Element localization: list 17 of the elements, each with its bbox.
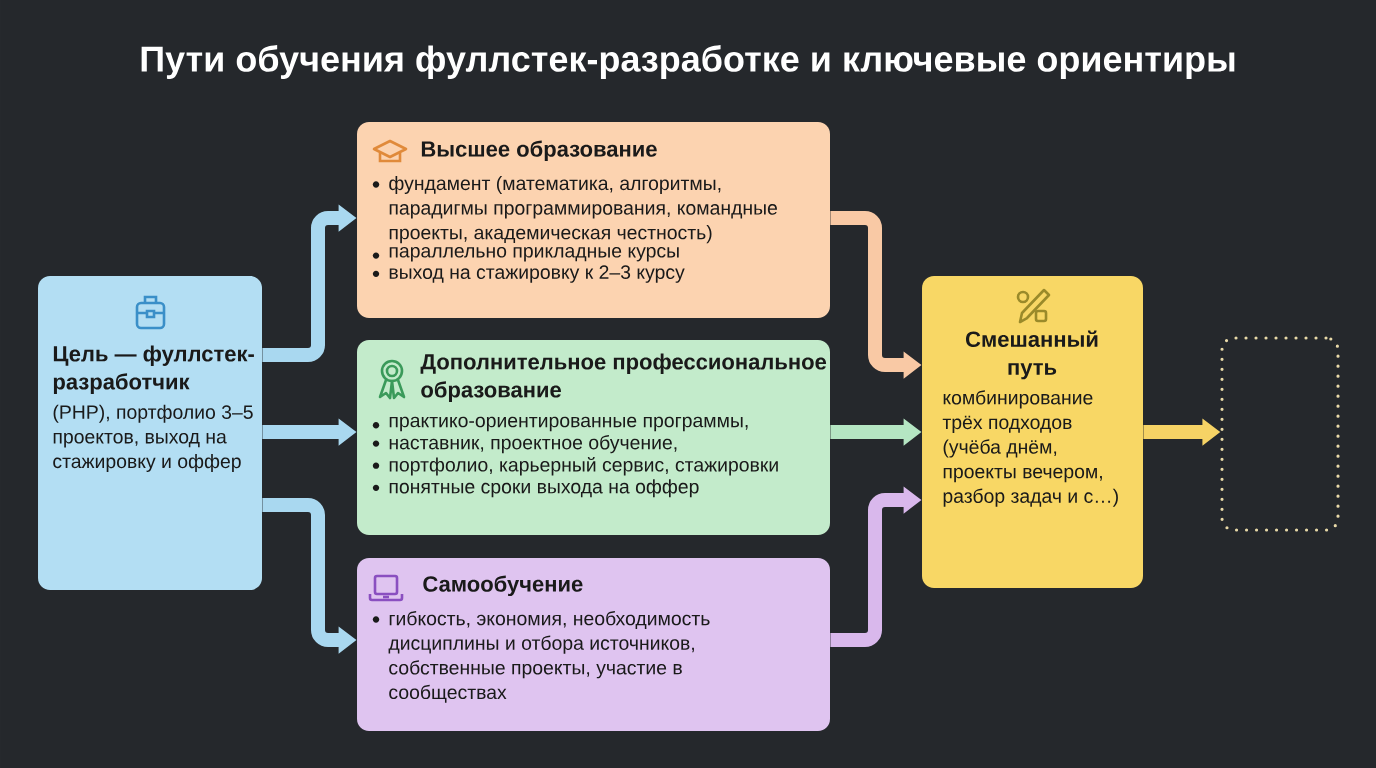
box-heading: Смешанный путь [966,330,1098,380]
box-heading: Самообучение [423,575,583,597]
bullet-item: гибкость, экономия, необходимость дисциплины и отбора источников, собственные проекты, участие в сообществах [388,610,710,703]
bullet-item: фундамент (математика, алгоритмы, парадигмы программирования, командные проекты, академическая честность) [389,175,777,244]
bullet-item: понятные сроки выхода на оффер [389,479,699,498]
bullet-item: наставник, проектное обучение, [389,435,677,454]
placeholder-box [1220,336,1340,532]
bullet-item: портфолио, карьерный сервис, стажировки [389,457,778,476]
box-heading: Цель — фуллстек-разработчик [53,345,254,394]
box-heading: Дополнительное профессиональное образование [420,353,827,402]
bullet-item: параллельно прикладные курсы [389,247,679,262]
box-text: (PHP), портфолио 3–5 проектов, выход на стажировку и оффер [53,404,253,472]
bullet-item: практико-ориентированные программы, [389,416,748,432]
box-text: комбинирование трёх подходов (учёба днём, проекты вечером, разбор задач и с…) [942,390,1118,507]
bullet-item: выход на стажировку к 2–3 курсу [389,265,685,283]
box-heading: Высшее образование [421,140,657,162]
title: Пути обучения фуллстек-разработке и ключевые ориентиры [141,45,1235,79]
